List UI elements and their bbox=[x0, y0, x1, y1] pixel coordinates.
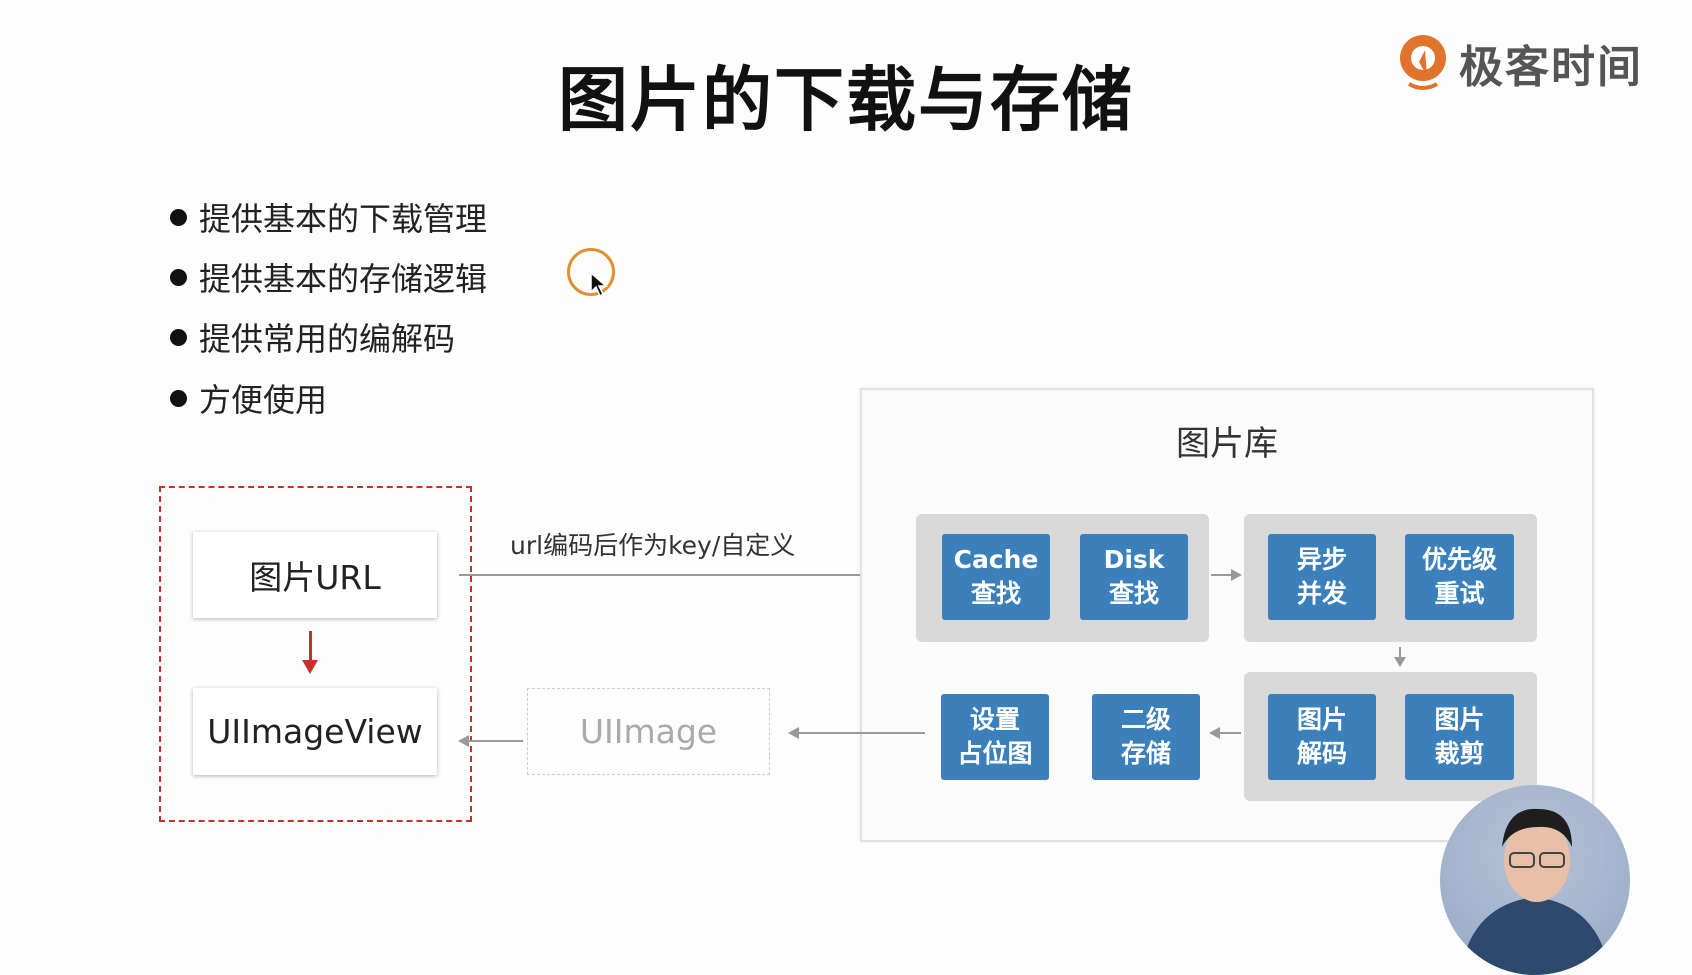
red-arrow-down-icon bbox=[302, 660, 318, 674]
async-concurrent-step: 异步 并发 bbox=[1268, 534, 1376, 620]
image-library-title: 图片库 bbox=[1176, 424, 1278, 464]
bullet-dot-icon bbox=[170, 328, 187, 346]
arrow-line bbox=[1211, 574, 1233, 576]
arrow-right-icon bbox=[1231, 569, 1242, 581]
presenter-icon bbox=[1460, 808, 1610, 975]
disk-lookup-step: Disk 查找 bbox=[1080, 534, 1188, 620]
red-arrow-shaft bbox=[309, 631, 312, 663]
arrow-line bbox=[798, 732, 925, 734]
set-placeholder-step: 设置 占位图 bbox=[941, 694, 1049, 780]
image-crop-step: 图片 裁剪 bbox=[1405, 694, 1514, 780]
arrow-line bbox=[1399, 647, 1401, 659]
bullet-item: 方便使用 bbox=[170, 375, 327, 421]
arrow-left-icon bbox=[788, 727, 799, 739]
image-url-box: 图片URL bbox=[193, 532, 437, 618]
bullet-item: 提供常用的编解码 bbox=[170, 314, 455, 360]
image-decode-step: 图片 解码 bbox=[1268, 694, 1376, 780]
arrow-left-icon bbox=[1209, 727, 1220, 739]
mouse-cursor-icon bbox=[590, 272, 608, 298]
bullet-text: 提供基本的存储逻辑 bbox=[199, 260, 488, 298]
arrow-down-icon bbox=[1394, 657, 1406, 667]
arrow-left-icon bbox=[458, 735, 469, 747]
bullet-item: 提供基本的存储逻辑 bbox=[170, 254, 487, 300]
slide-title: 图片的下载与存储 bbox=[558, 59, 1134, 141]
arrow-line bbox=[468, 740, 523, 742]
bullet-text: 方便使用 bbox=[199, 381, 328, 419]
priority-retry-step: 优先级 重试 bbox=[1405, 534, 1514, 620]
uiimageview-box: UIImageView bbox=[193, 688, 437, 775]
presenter-video-avatar bbox=[1440, 785, 1630, 975]
arrow-label: url编码后作为key/自定义 bbox=[510, 531, 796, 560]
client-dashed-box bbox=[159, 486, 472, 822]
bullet-dot-icon bbox=[170, 268, 187, 286]
cursor-highlight-icon bbox=[567, 248, 615, 296]
logo-text: 极客时间 bbox=[1459, 42, 1643, 93]
geektime-logo: 极客时间 bbox=[1397, 32, 1643, 94]
bullet-dot-icon bbox=[170, 389, 187, 407]
bullet-text: 提供常用的编解码 bbox=[199, 320, 456, 358]
secondary-storage-step: 二级 存储 bbox=[1092, 694, 1200, 780]
uiimage-box: UIImage bbox=[527, 688, 770, 775]
url-arrow-line bbox=[459, 574, 875, 576]
bullet-dot-icon bbox=[170, 208, 187, 226]
cache-lookup-step: Cache 查找 bbox=[942, 534, 1050, 620]
arrow-line bbox=[1219, 732, 1241, 734]
logo-icon bbox=[1400, 35, 1446, 90]
bullet-text: 提供基本的下载管理 bbox=[199, 200, 488, 238]
bullet-item: 提供基本的下载管理 bbox=[170, 194, 487, 240]
